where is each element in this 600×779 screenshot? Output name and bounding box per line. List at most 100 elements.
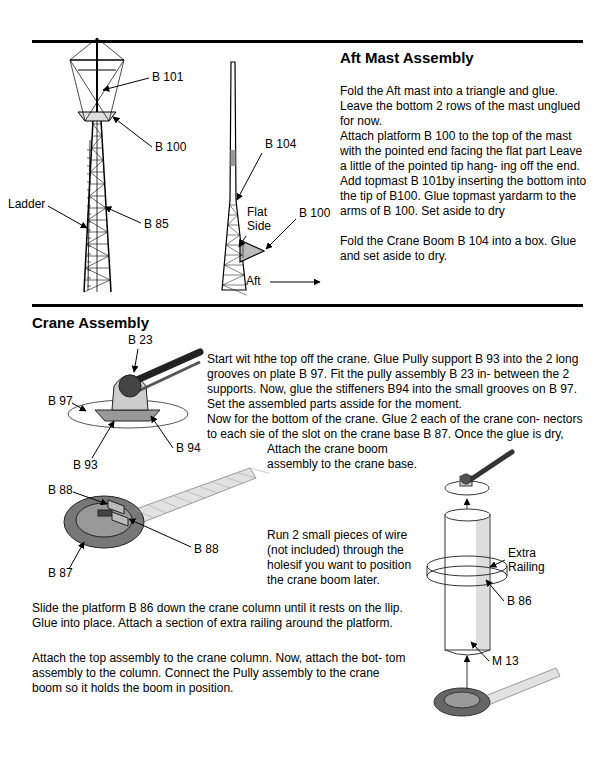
crane-column — [467, 656, 468, 690]
mast-front-view — [91, 160, 103, 161]
crane-column — [445, 509, 490, 521]
mast-front-view — [87, 286, 91, 287]
mast-front-view — [88, 220, 108, 232]
mast-side-view — [224, 265, 244, 275]
callout-number: B 87 — [48, 566, 73, 580]
leader-line — [69, 492, 191, 569]
leader-line — [72, 349, 173, 458]
mast-front-view — [87, 238, 91, 239]
instruction-text: Run 2 small pieces of wire (not included… — [267, 528, 417, 588]
mast-side-view — [226, 245, 241, 246]
callout-number: B 100 — [299, 206, 330, 220]
mast-front-view — [89, 184, 105, 196]
mast-front-view — [88, 140, 90, 290]
mast-side-view — [227, 235, 240, 236]
crane-column — [434, 688, 490, 716]
crane-base — [108, 500, 124, 514]
crane-column — [461, 474, 471, 484]
leader-line — [103, 78, 149, 90]
crane-base — [173, 496, 192, 503]
leader-line — [490, 560, 505, 567]
mast-front-view — [87, 222, 91, 223]
mast-side-view — [222, 275, 244, 285]
instruction-text: Fold the Crane Boom B 104 into a box. Gl… — [340, 234, 592, 264]
mast-front-view — [90, 160, 103, 172]
mast-front-view — [87, 278, 91, 279]
mast-front-view — [70, 60, 85, 121]
leader-line — [486, 580, 504, 601]
instruction-text: Add topmast B 101by inserting the bottom… — [340, 174, 592, 219]
mast-front-view — [87, 254, 91, 255]
crane-base — [199, 486, 218, 493]
leader-line — [237, 153, 262, 200]
leader-line — [113, 117, 152, 147]
crane-base — [224, 477, 243, 483]
mast-side-view — [224, 265, 243, 266]
callout-number: B 104 — [265, 137, 296, 151]
mast-front-view — [87, 232, 108, 244]
instruction-text: Attach platform B 100 to the top of the … — [340, 129, 592, 174]
leader-line — [471, 642, 489, 661]
mast-front-view — [85, 268, 109, 269]
instruction-text: Fold the Aft mast into a triangle and gl… — [340, 84, 592, 129]
section-heading: Aft Mast Assembly — [340, 49, 474, 67]
instruction-text: Start wit hthe top off the crane. Glue P… — [207, 352, 585, 412]
crane-base — [250, 468, 269, 473]
mast-front-view — [90, 172, 104, 173]
crane-base — [135, 509, 154, 518]
float-spacer — [207, 442, 267, 562]
mast-front-view — [85, 280, 111, 281]
crane-base — [160, 500, 179, 508]
callout-number: B 93 — [73, 458, 98, 472]
mast-side-view — [222, 285, 245, 286]
mast-side-view — [240, 240, 264, 262]
mast-front-view — [92, 136, 102, 148]
mast-front-view — [87, 230, 91, 231]
text-column: Run 2 small pieces of wire (not included… — [267, 528, 417, 588]
leader-line — [270, 282, 320, 283]
mast-front-view — [85, 268, 110, 280]
mast-front-view — [88, 208, 106, 209]
crane-column — [507, 566, 508, 576]
mast-front-view — [84, 280, 110, 292]
part-label: Flat Side — [247, 205, 277, 233]
mast-front-view — [87, 262, 91, 263]
mast-front-view — [87, 190, 91, 191]
text-wrap: Now for the bottom of the crane. Glue 2 … — [207, 412, 585, 472]
crane-base — [237, 473, 256, 478]
mast-front-view — [87, 232, 107, 233]
callout-number: B 86 — [507, 594, 532, 608]
mast-front-view — [86, 256, 109, 257]
mast-front-view — [87, 198, 91, 199]
mast-front-view — [89, 196, 105, 197]
mast-front-view — [87, 270, 91, 271]
crane-base — [122, 514, 141, 523]
crane-column — [476, 516, 489, 649]
mast-front-view — [87, 206, 91, 207]
section-rule — [32, 304, 583, 307]
mast-front-view — [93, 124, 102, 136]
mast-front-view — [70, 38, 97, 60]
callout-number: B 88 — [194, 542, 219, 556]
instruction-text: Slide the platform B 86 down the crane c… — [32, 601, 410, 631]
mast-front-view — [92, 148, 104, 160]
instruction-text: Now for the bottom of the crane. Glue 2 … — [207, 412, 583, 471]
callout-number: B 88 — [48, 483, 73, 497]
section-rule — [32, 40, 583, 43]
mast-front-view — [85, 256, 109, 268]
mast-front-view — [90, 172, 104, 184]
crane-column — [470, 452, 512, 480]
text-column: Attach the top assembly to the crane col… — [32, 651, 412, 696]
mast-front-view — [78, 70, 116, 71]
part-label: Extra Railing — [508, 546, 558, 574]
direction-label: Aft — [246, 274, 261, 288]
mast-front-view — [97, 38, 124, 60]
text-column: Slide the platform B 86 down the crane c… — [32, 601, 410, 631]
callout-number: B 97 — [48, 394, 73, 408]
leader-line — [48, 78, 152, 228]
mast-front-view — [87, 166, 91, 167]
mast-front-view — [109, 60, 124, 121]
crane-top-assembly — [68, 352, 200, 428]
mast-side-view — [230, 205, 237, 206]
part-label: Ladder — [8, 197, 45, 211]
